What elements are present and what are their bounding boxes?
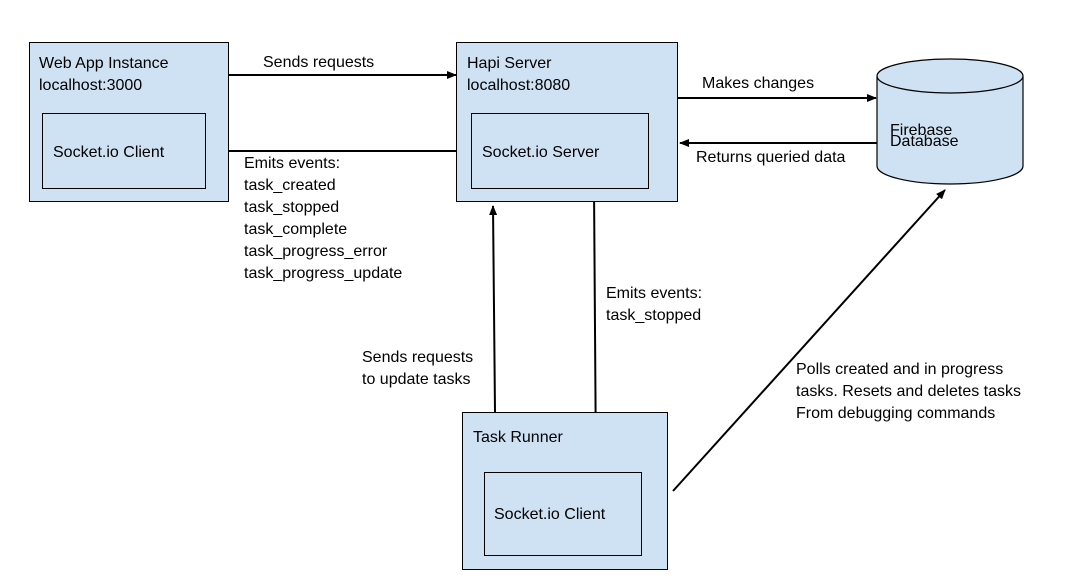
event-item: task_progress_update <box>244 265 403 282</box>
web-app-socket-client: Socket.io Client <box>42 113 206 189</box>
task-runner-socket-client-label: Socket.io Client <box>494 506 606 523</box>
label-line: Sends requests <box>362 349 474 366</box>
hapi-socket-server: Socket.io Server <box>471 113 649 189</box>
label-runner-to-hapi: Sends requests to update tasks <box>362 347 473 391</box>
event-item: task_complete <box>244 221 348 238</box>
label-line: From debugging commands <box>796 405 996 422</box>
label-hapi-to-runner: Emits events: task_stopped <box>606 283 702 327</box>
arrow-runner-to-firebase <box>672 189 946 492</box>
label-line: Polls created and in progress <box>796 361 1004 378</box>
firebase-label-line2: Database <box>890 133 959 150</box>
label-line: tasks. Resets and deletes tasks <box>796 383 1021 400</box>
event-item: task_progress_error <box>244 243 388 260</box>
label-hapi-to-web: Emits events: task_created task_stopped … <box>244 153 402 285</box>
label-hapi-to-firebase: Makes changes <box>702 75 815 92</box>
task-runner-title: Task Runner <box>473 429 563 446</box>
task-runner-socket-client: Socket.io Client <box>484 472 642 556</box>
firebase-database-cylinder-icon <box>876 58 1024 185</box>
firebase-label-line1: Firebase <box>890 122 953 139</box>
hapi-server-subtitle: localhost:8080 <box>467 77 571 94</box>
event-item: task_stopped <box>244 199 340 216</box>
label-hapi-to-runner-heading: Emits events: <box>606 285 703 302</box>
label-web-to-hapi: Sends requests <box>263 54 375 71</box>
label-line: to update tasks <box>362 371 471 388</box>
hapi-socket-server-label: Socket.io Server <box>482 144 600 161</box>
web-app-subtitle: localhost:3000 <box>39 77 143 94</box>
task-runner-node: Task Runner Socket.io Client <box>462 412 668 570</box>
label-firebase-to-hapi: Returns queried data <box>696 149 846 166</box>
web-app-title: Web App Instance <box>39 55 169 72</box>
event-item: task_stopped <box>606 307 702 324</box>
label-runner-to-firebase: Polls created and in progress tasks. Res… <box>796 359 1021 425</box>
hapi-server-title: Hapi Server <box>467 55 552 72</box>
web-app-socket-client-label: Socket.io Client <box>53 144 165 161</box>
arrow-runner-to-hapi <box>489 205 498 413</box>
label-hapi-to-web-heading: Emits events: <box>244 155 341 172</box>
event-item: task_created <box>244 177 336 194</box>
web-app-node: Web App Instance localhost:3000 Socket.i… <box>29 42 229 202</box>
hapi-server-node: Hapi Server localhost:8080 Socket.io Ser… <box>456 42 678 202</box>
